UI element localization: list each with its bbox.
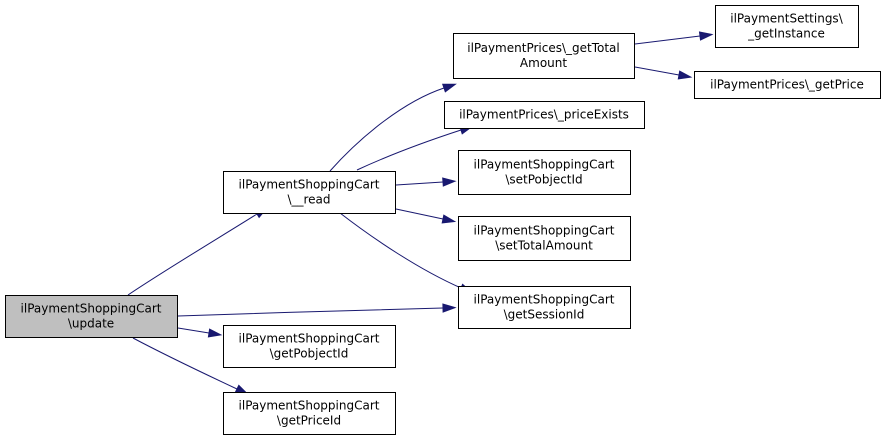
node-label-line: ilPaymentPrices\_priceExists <box>459 108 629 122</box>
node-priceExists[interactable]: ilPaymentPrices\_priceExists <box>444 101 645 129</box>
node-box[interactable] <box>458 216 631 261</box>
arrowhead <box>442 303 457 313</box>
node-getPobjectId[interactable]: ilPaymentShoppingCart\getPobjectId <box>223 325 396 368</box>
node-label-line: \getPriceId <box>277 414 341 428</box>
node-label-line: ilPaymentShoppingCart <box>239 332 380 346</box>
function-nodes: ilPaymentShoppingCart\updateilPaymentSho… <box>5 5 881 435</box>
edge-update-to-getPobjectId <box>177 327 223 338</box>
node-label-line: _getInstance <box>747 27 825 41</box>
node-label-line: ilPaymentShoppingCart <box>474 293 615 307</box>
node-label-line: ilPaymentPrices\_getTotal <box>467 41 620 55</box>
edge-read-to-setPobjectId <box>395 177 457 187</box>
node-update[interactable]: ilPaymentShoppingCart\update <box>5 295 178 338</box>
edge-update-to-read <box>127 206 269 296</box>
node-read[interactable]: ilPaymentShoppingCart\__read <box>223 171 396 214</box>
node-label-line: Amount <box>520 56 567 70</box>
edge-line <box>395 181 444 186</box>
node-box[interactable] <box>453 33 635 79</box>
edge-line <box>329 87 445 172</box>
node-label-line: ilPaymentPrices\_getPrice <box>710 78 864 92</box>
edge-getTotalAmount-to-getInstance <box>634 31 714 45</box>
edge-line <box>127 213 258 296</box>
edge-read-to-getSessionId <box>339 212 474 294</box>
edge-line <box>132 337 238 390</box>
edge-read-to-priceExists <box>356 125 474 171</box>
node-getSessionId[interactable]: ilPaymentShoppingCart\getSessionId <box>458 286 631 329</box>
node-label-line: ilPaymentShoppingCart <box>474 224 615 238</box>
edge-line <box>356 129 462 171</box>
node-label-line: \getPobjectId <box>270 347 349 361</box>
arrowhead <box>442 177 457 187</box>
arrowhead <box>441 214 457 224</box>
node-getInstance[interactable]: ilPaymentSettings\_getInstance <box>715 5 859 48</box>
edge-update-to-getSessionId <box>177 303 457 317</box>
node-box[interactable] <box>694 71 881 99</box>
node-getPriceId[interactable]: ilPaymentShoppingCart\getPriceId <box>223 392 396 435</box>
node-getPrice[interactable]: ilPaymentPrices\_getPrice <box>694 71 881 99</box>
edge-line <box>339 212 462 289</box>
node-setPobjectId[interactable]: ilPaymentShoppingCart\setPobjectId <box>458 150 631 195</box>
edge-read-to-setTotalAmount <box>395 208 457 224</box>
node-label-line: \getSessionId <box>504 308 585 322</box>
edge-line <box>177 307 444 317</box>
edge-line <box>177 327 210 334</box>
arrowhead <box>442 83 457 93</box>
node-label-line: ilPaymentSettings\ <box>730 12 843 26</box>
node-box[interactable] <box>444 101 645 129</box>
arrowhead <box>677 70 693 80</box>
node-label-line: ilPaymentShoppingCart <box>21 302 162 316</box>
node-label-line: ilPaymentShoppingCart <box>239 399 380 413</box>
node-box[interactable] <box>458 150 631 195</box>
node-box[interactable] <box>5 295 178 338</box>
edge-line <box>634 66 680 76</box>
node-label-line: \update <box>68 317 114 331</box>
edge-getTotalAmount-to-getPrice <box>634 66 693 80</box>
arrowhead <box>698 31 714 41</box>
node-box[interactable] <box>223 171 396 214</box>
node-setTotalAmount[interactable]: ilPaymentShoppingCart\setTotalAmount <box>458 216 631 261</box>
node-box[interactable] <box>223 325 396 368</box>
node-label-line: ilPaymentShoppingCart <box>474 158 615 172</box>
edge-line <box>395 208 444 220</box>
node-box[interactable] <box>715 5 859 48</box>
node-label-line: ilPaymentShoppingCart <box>239 178 380 192</box>
edge-read-to-getTotalAmount <box>329 83 457 172</box>
node-label-line: \setPobjectId <box>505 173 582 187</box>
node-box[interactable] <box>223 392 396 435</box>
call-edges <box>127 31 714 395</box>
arrowhead <box>207 328 223 338</box>
node-label-line: \__read <box>287 193 330 207</box>
node-label-line: \setTotalAmount <box>495 239 593 253</box>
node-box[interactable] <box>458 286 631 329</box>
edge-line <box>634 35 701 45</box>
